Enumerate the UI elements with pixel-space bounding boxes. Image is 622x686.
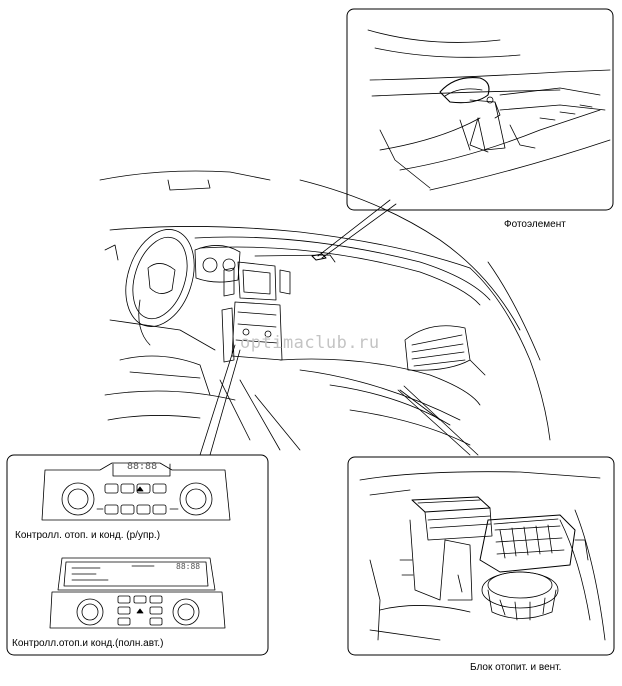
manual-display-readout: 88:88 [127, 461, 158, 472]
auto-controller-drawing [49, 557, 226, 629]
manual-controller-label: Контролл. отоп. и конд. (р/упр.) [15, 530, 161, 541]
auto-display-readout: 88:88 [176, 562, 201, 571]
controls-panel [6, 454, 269, 656]
photo-sensor-label: Фотоэлемент [504, 219, 566, 230]
car-interior-drawing [99, 170, 551, 451]
blower-unit-label: Блок отопит. и вент. [470, 662, 562, 673]
photo-sensor-panel [346, 8, 614, 211]
blower-unit-panel [347, 456, 615, 656]
watermark-text: optimaclub.ru [240, 333, 380, 353]
callout-lines [199, 199, 479, 456]
auto-controller-label: Контролл.отоп.и конд.(полн.авт.) [12, 638, 164, 649]
manual-controller-drawing [41, 462, 231, 521]
